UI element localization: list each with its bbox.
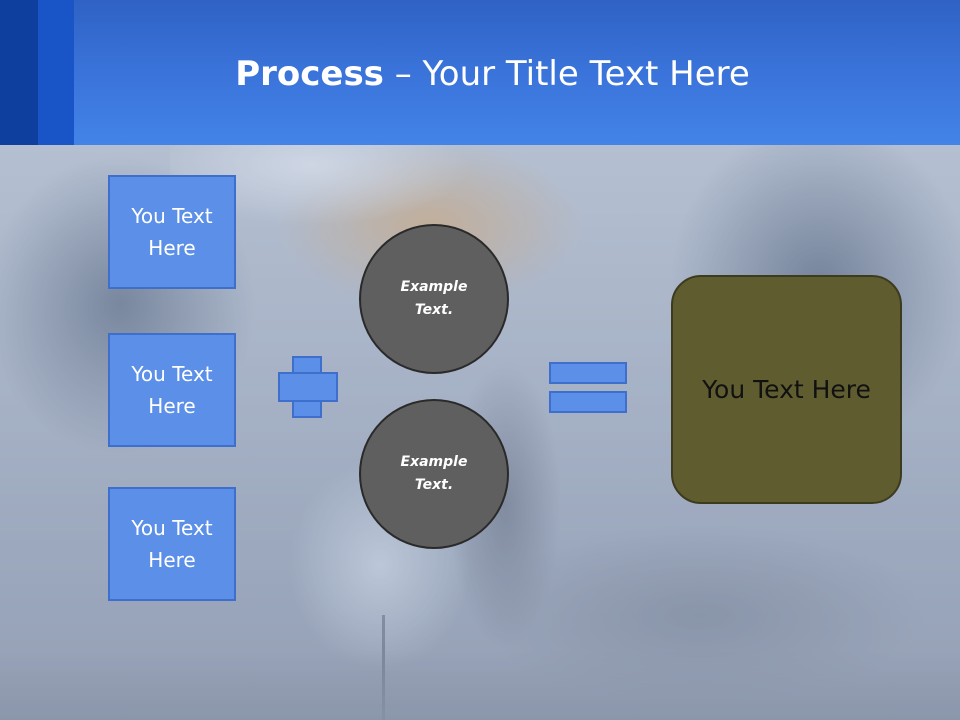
circle-label: Example Text. [400, 279, 468, 318]
text-box-label: You Text Here [131, 516, 213, 572]
result-label: You Text Here [702, 375, 871, 404]
equals-top-bar [549, 362, 627, 384]
result-box[interactable]: You Text Here [671, 275, 902, 504]
circle-label: Example Text. [400, 454, 468, 493]
text-box-3[interactable]: You Text Here [108, 487, 236, 601]
example-circle-2[interactable]: Example Text. [359, 399, 509, 549]
title-bar: Process – Your Title Text Here [0, 0, 960, 145]
title-bold: Process [235, 54, 384, 94]
ground [0, 650, 960, 720]
text-box-label: You Text Here [131, 362, 213, 418]
equals-bottom-bar [549, 391, 627, 413]
text-box-2[interactable]: You Text Here [108, 333, 236, 447]
title-rest: – Your Title Text Here [383, 54, 750, 94]
text-box-label: You Text Here [131, 204, 213, 260]
header-accent-strip [0, 0, 38, 145]
header-accent-strip [38, 0, 74, 145]
text-box-1[interactable]: You Text Here [108, 175, 236, 289]
plus-center [294, 374, 320, 400]
slide-title[interactable]: Process – Your Title Text Here [0, 52, 960, 96]
example-circle-1[interactable]: Example Text. [359, 224, 509, 374]
